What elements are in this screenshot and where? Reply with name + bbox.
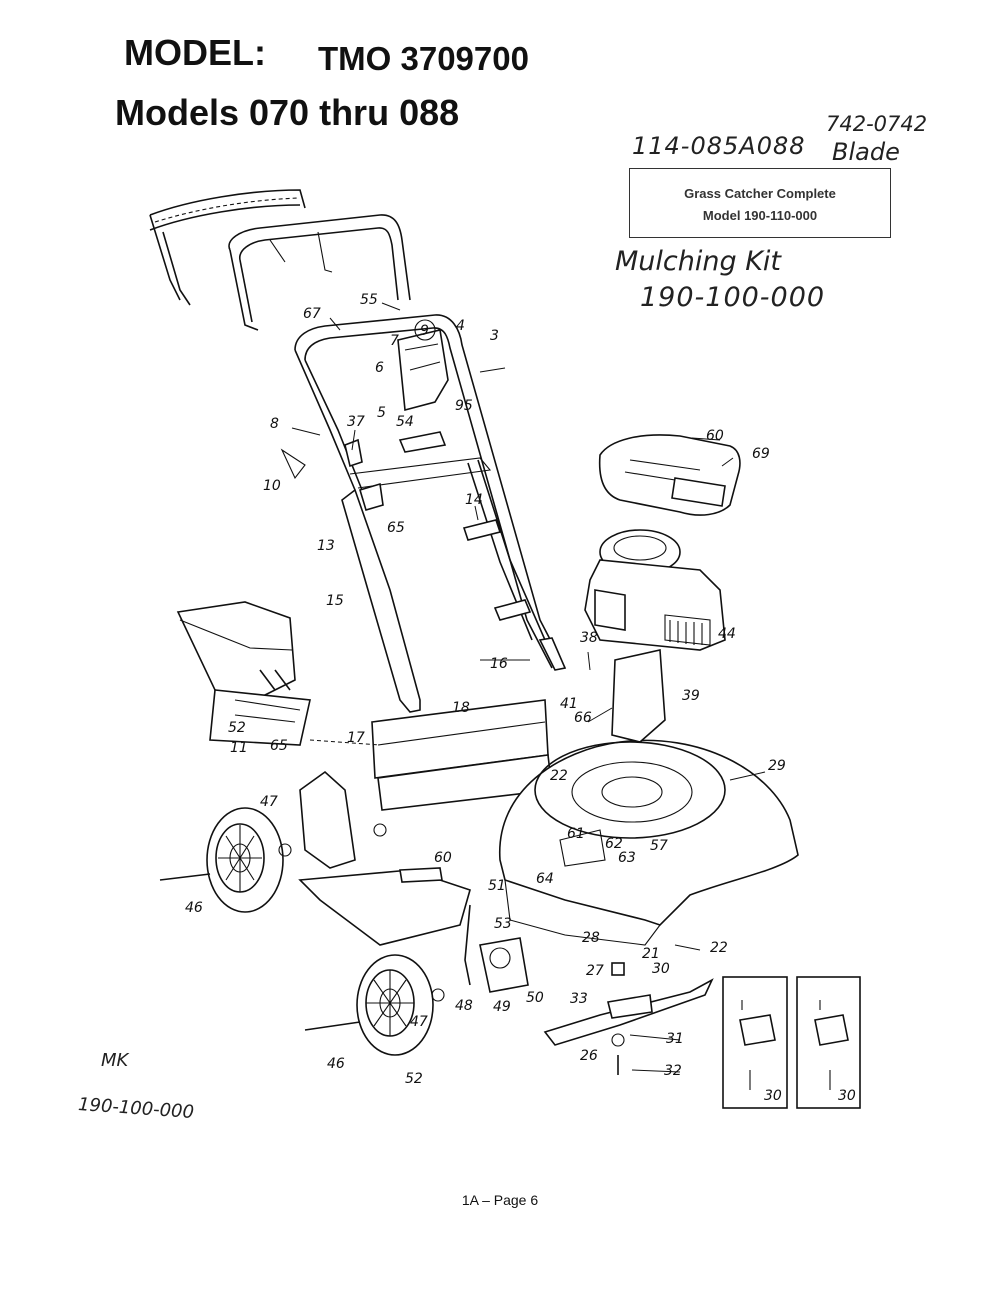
middle-handle-drawing (294, 314, 566, 669)
callout-51: 51 (488, 878, 506, 894)
callout-26: 26 (580, 1048, 598, 1064)
callout-4: 4 (456, 318, 465, 334)
models-range: Models 070 thru 088 (115, 92, 460, 133)
callout-50: 50 (526, 990, 544, 1006)
upper-handle-grip-drawing (149, 189, 306, 306)
callout-39: 39 (682, 688, 700, 704)
callout-13: 13 (317, 538, 335, 554)
callout-47: 47 (410, 1014, 428, 1030)
callout-62: 62 (605, 836, 623, 852)
engine-shroud-drawing (598, 434, 741, 516)
callout-46: 46 (327, 1056, 345, 1072)
callout-66: 66 (574, 710, 592, 726)
callout-67: 67 (303, 306, 321, 322)
callout-38: 38 (580, 630, 598, 646)
callout-65: 65 (387, 520, 405, 536)
callout-21: 21 (642, 946, 660, 962)
callout-6: 6 (375, 360, 384, 376)
mower-deck-drawing (499, 649, 799, 946)
callout-22: 22 (550, 768, 568, 784)
callout-7: 7 (390, 333, 399, 349)
callout-60: 60 (434, 850, 452, 866)
callout-53: 53 (494, 916, 512, 932)
rear-axle-bracket-drawing (278, 770, 356, 869)
model-label: MODEL: (124, 32, 266, 73)
callout-60: 60 (706, 428, 724, 444)
callout-65: 65 (270, 738, 288, 754)
callout-47: 47 (260, 794, 278, 810)
grass-catcher-line1: Grass Catcher Complete (684, 186, 836, 201)
grass-catcher-drawing (176, 601, 311, 746)
upper-handle-drawing (228, 214, 411, 331)
front-wheel-drawing (304, 954, 445, 1056)
model-number: TMO 3709700 (318, 40, 529, 77)
callout-22: 22 (710, 940, 728, 956)
engine-drawing (584, 529, 726, 651)
callout-31: 31 (666, 1031, 684, 1047)
control-bracket-drawing (280, 319, 532, 621)
grass-catcher-box: Grass Catcher Complete Model 190-110-000 (629, 168, 891, 238)
rear-wheel-drawing (159, 807, 284, 913)
handwritten-mulching-kit-title: Mulching Kit (615, 246, 781, 277)
handwritten-blade-number: 742-0742 (826, 112, 928, 136)
callout-15: 15 (326, 593, 344, 609)
leader-lines (291, 302, 766, 1073)
callout-63: 63 (618, 850, 636, 866)
callout-69: 69 (752, 446, 770, 462)
front-axle-bracket-drawing (464, 904, 529, 993)
callout-48: 48 (455, 998, 473, 1014)
callout-49: 49 (493, 999, 511, 1015)
callout-46: 46 (185, 900, 203, 916)
callout-61: 61 (567, 826, 585, 842)
callout-8: 8 (270, 416, 279, 432)
rear-deflector-drawing (298, 867, 471, 946)
callout-32: 32 (664, 1063, 682, 1079)
callout-55: 55 (360, 292, 378, 308)
callout-30: 30 (764, 1088, 782, 1104)
callout-16: 16 (490, 656, 508, 672)
callout-57: 57 (650, 838, 668, 854)
callout-64: 64 (536, 871, 554, 887)
handwritten-mk-abbrev: MK (101, 1050, 129, 1071)
handwritten-blade-word: Blade (832, 138, 900, 166)
page-footer: 1A – Page 6 (461, 1192, 539, 1208)
callout-14: 14 (465, 492, 483, 508)
callout-5: 5 (377, 405, 386, 421)
callout-52: 52 (405, 1071, 423, 1087)
callout-37: 37 (347, 414, 365, 430)
callout-3: 3 (490, 328, 499, 344)
callout-33: 33 (570, 991, 588, 1007)
callout-18: 18 (452, 700, 470, 716)
callout-10: 10 (263, 478, 281, 494)
callout-54: 54 (396, 414, 414, 430)
handwritten-mulching-kit-number: 190-100-000 (640, 282, 826, 313)
callout-29: 29 (768, 758, 786, 774)
rear-flap-bar-drawing (309, 699, 553, 837)
callout-44: 44 (718, 626, 736, 642)
callout-27: 27 (586, 963, 604, 979)
callout-28: 28 (582, 930, 600, 946)
handwritten-part-number: 114-085A088 (632, 132, 806, 160)
blade-drawing (543, 962, 714, 1075)
adapter-inset-drawing (722, 976, 861, 1109)
callout-11: 11 (230, 740, 248, 756)
callout-95: 95 (455, 398, 473, 414)
callout-30: 30 (652, 961, 670, 977)
callout-9: 9 (420, 323, 429, 339)
callout-17: 17 (347, 730, 365, 746)
grass-catcher-line2: Model 190-110-000 (702, 208, 818, 223)
callout-41: 41 (560, 696, 578, 712)
callout-52: 52 (228, 720, 246, 736)
callout-30: 30 (838, 1088, 856, 1104)
